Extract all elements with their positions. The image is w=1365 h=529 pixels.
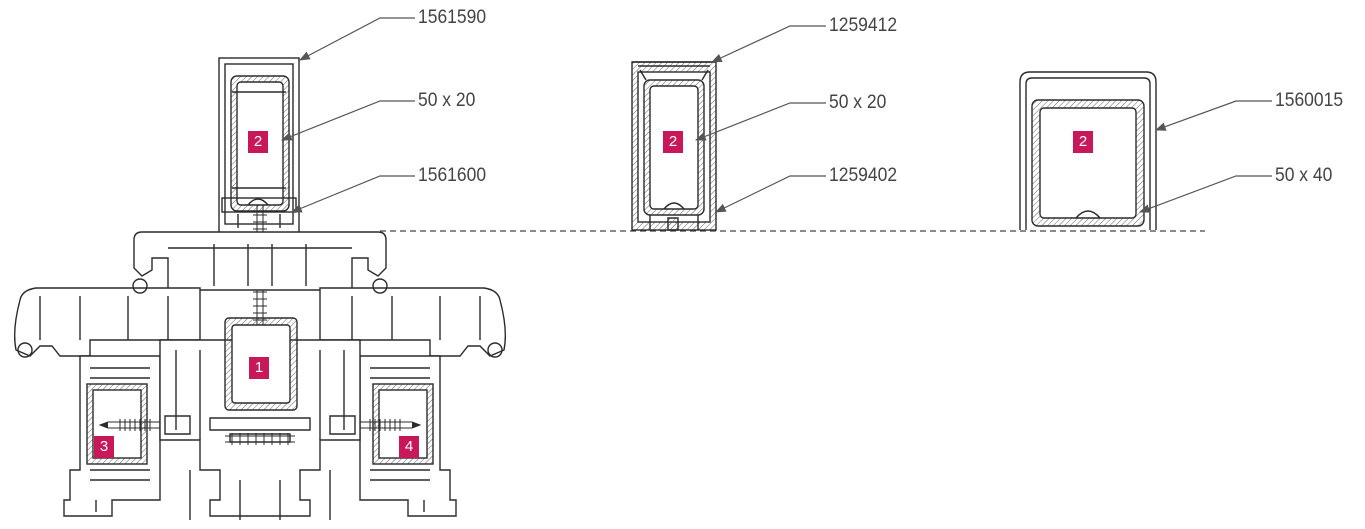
badge-post-2: 2 (663, 131, 683, 153)
leader-lines (280, 17, 1272, 213)
badge-reinforcement-3: 3 (94, 436, 114, 458)
post-profile-2 (631, 61, 717, 231)
badge-reinforcement-1: 1 (249, 357, 269, 379)
callout-50x20-b: 50 x 20 (829, 92, 887, 113)
callout-1561600: 1561600 (418, 165, 487, 186)
callout-50x20-a: 50 x 20 (418, 90, 476, 111)
badge-post-3: 2 (1073, 131, 1093, 153)
callout-50x40: 50 x 40 (1275, 165, 1333, 186)
callout-1561590: 1561590 (418, 7, 487, 28)
callout-1259412: 1259412 (829, 15, 898, 36)
side-screws (98, 419, 422, 445)
badge-post-1: 2 (248, 131, 268, 153)
callout-1259402: 1259402 (829, 165, 898, 186)
callout-1560015: 1560015 (1275, 90, 1344, 111)
badge-reinforcement-4: 4 (399, 436, 419, 458)
